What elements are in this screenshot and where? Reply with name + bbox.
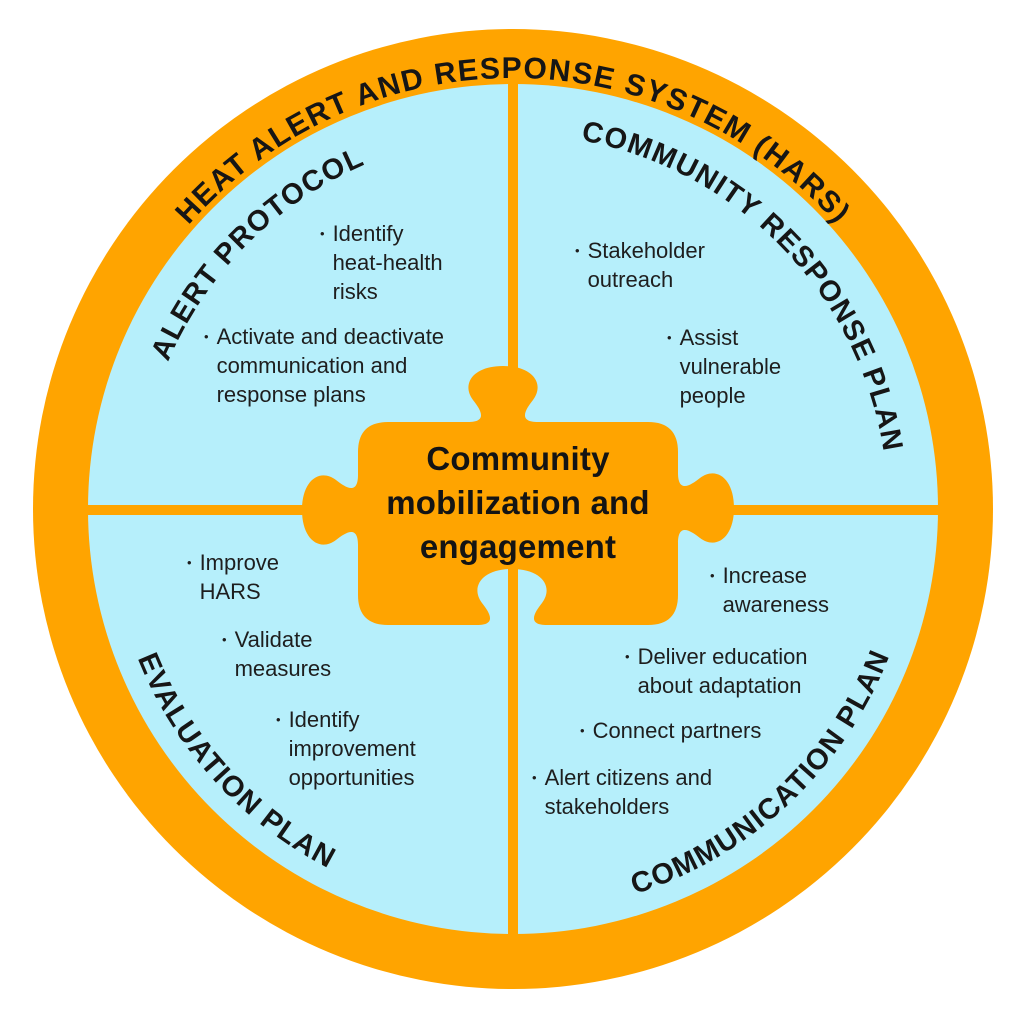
bullet-item: • Identify improvement opportunities [276,705,416,792]
bullet-item: • Assist vulnerable people [667,323,781,410]
bullet-icon: • [320,226,325,241]
bullet-text: Validate measures [234,627,332,681]
bullet-icon: • [625,649,630,664]
bullet-item: • Deliver education about adaptation [625,642,808,700]
bullet-icon: • [222,632,227,647]
bullet-text: Connect partners [592,718,762,743]
bullet-text: Identify improvement opportunities [288,707,416,790]
bullet-item: • Improve HARS [187,548,279,606]
center-label: Community mobilization and engagement [386,440,650,565]
bullet-icon: • [532,770,537,785]
bullet-text: Identify heat-health risks [332,221,443,304]
bullet-icon: • [276,712,281,727]
bullet-item: • Validate measures [222,625,331,683]
bullet-icon: • [187,555,192,570]
bullet-icon: • [580,723,585,738]
bullet-icon: • [710,568,715,583]
bullet-text: Assist vulnerable people [679,325,782,408]
bullet-icon: • [204,329,209,344]
bullet-item: • Increase awareness [710,561,829,619]
bullet-text: Improve HARS [199,550,280,604]
bullet-text: Alert citizens and stakeholders [544,765,713,819]
bullet-text: Deliver education about adaptation [637,644,808,698]
bullet-text: Increase awareness [722,563,829,617]
bullet-item: • Alert citizens and stakeholders [532,763,712,821]
bullet-text: Activate and deactivate communication an… [216,324,445,407]
bullet-item: • Stakeholder outreach [575,236,705,294]
bullet-icon: • [667,330,672,345]
bullet-icon: • [575,243,580,258]
puzzle-piece-icon [302,366,734,625]
bullet-text: Stakeholder outreach [587,238,705,292]
bullet-item: • Connect partners [580,716,761,745]
bullet-item: • Activate and deactivate communication … [204,322,444,409]
bullet-item: • Identify heat-health risks [320,219,443,306]
